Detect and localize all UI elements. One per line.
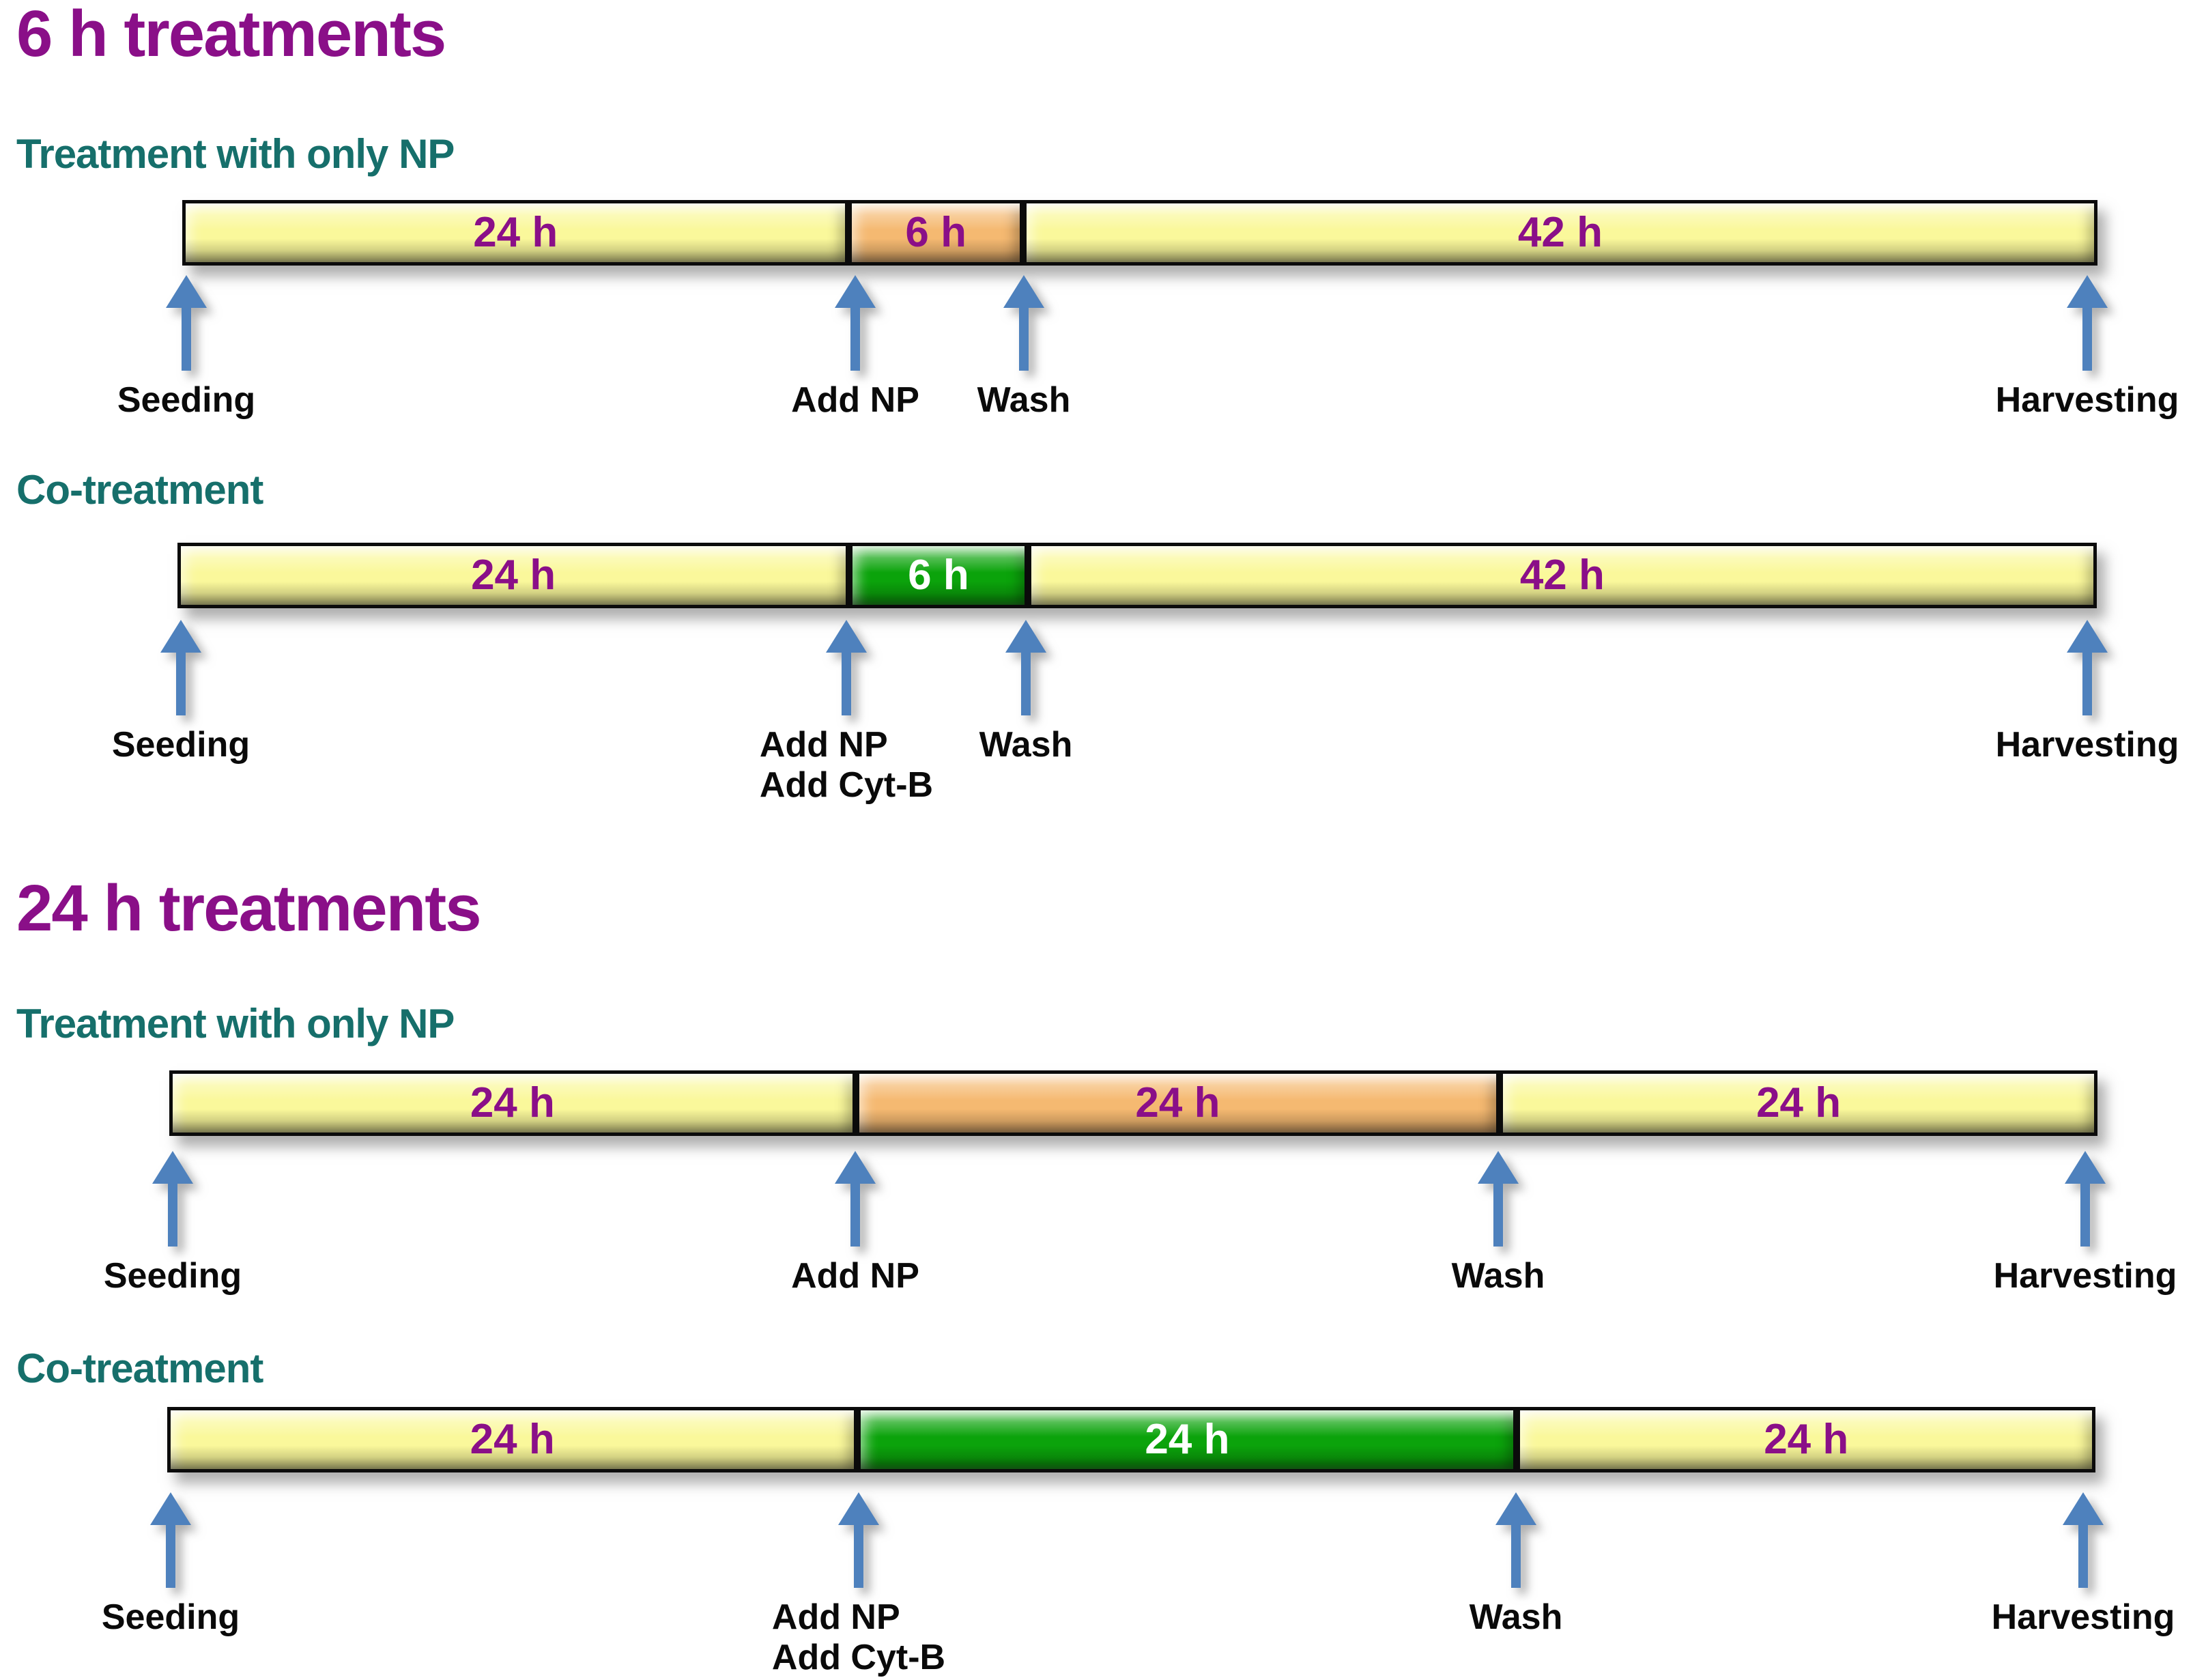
up-arrow-icon <box>2067 620 2108 715</box>
marker-label: Wash <box>1469 1597 1563 1637</box>
segment-label: 24 h <box>473 209 558 256</box>
marker-label: Wash <box>977 380 1071 420</box>
up-arrow-icon <box>2063 1492 2104 1588</box>
timeline-subtitle-only-np: Treatment with only NP <box>16 131 455 177</box>
marker-label: Harvesting <box>1991 1597 2175 1637</box>
bar-segment-pre: 24 h <box>169 1070 856 1136</box>
marker-seeding: Seeding <box>9 1151 336 1296</box>
segment-label: 24 h <box>1756 1079 1842 1126</box>
bar-segment-post: 24 h <box>1517 1407 2095 1472</box>
segment-label: 42 h <box>1519 552 1605 599</box>
bar-segment-pre: 24 h <box>182 200 849 266</box>
marker-seeding: Seeding <box>17 620 345 765</box>
up-arrow-icon <box>150 1492 191 1588</box>
marker-harvesting: Harvesting <box>1923 275 2206 421</box>
up-arrow-icon <box>166 275 207 371</box>
marker-harvesting: Harvesting <box>1919 1492 2206 1638</box>
timeline-bar: 24 h 6 h 42 h <box>177 543 2097 608</box>
up-arrow-icon <box>160 620 201 715</box>
bar-segment-post: 42 h <box>1027 543 2097 608</box>
section-title-24h: 24 h treatments <box>16 872 482 945</box>
up-arrow-icon <box>1003 275 1044 371</box>
section-title-6h: 6 h treatments <box>16 0 446 70</box>
up-arrow-icon <box>2067 275 2108 371</box>
marker-wash: Wash <box>1334 1151 1662 1296</box>
marker-label: Seeding <box>103 1256 242 1296</box>
marker-add-np: Add NP <box>691 275 1019 421</box>
marker-label: Harvesting <box>1995 380 2179 420</box>
up-arrow-icon <box>1478 1151 1519 1247</box>
marker-label: Seeding <box>117 380 256 420</box>
timeline-bar: 24 h 6 h 42 h <box>182 200 2097 266</box>
up-arrow-icon <box>152 1151 193 1247</box>
marker-label: Harvesting <box>1995 725 2179 765</box>
bar-segment-post: 24 h <box>1500 1070 2097 1136</box>
bar-segment-treatment: 6 h <box>848 200 1023 266</box>
timeline-bar: 24 h 24 h 24 h <box>169 1070 2097 1136</box>
segment-label: 24 h <box>470 1079 555 1126</box>
up-arrow-icon <box>1495 1492 1536 1588</box>
bar-segment-treatment: 24 h <box>855 1070 1500 1136</box>
marker-harvesting: Harvesting <box>1923 620 2206 765</box>
timeline-subtitle-only-np: Treatment with only NP <box>16 1001 455 1047</box>
marker-label: Seeding <box>111 725 250 765</box>
marker-wash: Wash <box>1352 1492 1680 1638</box>
bar-segment-pre: 24 h <box>167 1407 858 1472</box>
segment-label: 24 h <box>1145 1416 1230 1463</box>
marker-label: Harvesting <box>1993 1256 2177 1296</box>
segment-label: 24 h <box>1764 1416 1849 1463</box>
marker-label: Add NP <box>791 380 919 420</box>
up-arrow-icon <box>2065 1151 2106 1247</box>
up-arrow-icon <box>835 275 876 371</box>
marker-label: Seeding <box>101 1597 240 1637</box>
timeline-bar: 24 h 24 h 24 h <box>167 1407 2095 1472</box>
segment-label: 6 h <box>905 209 966 256</box>
up-arrow-icon <box>838 1492 879 1588</box>
up-arrow-icon <box>1005 620 1046 715</box>
marker-add-np: Add NP <box>691 1151 1019 1296</box>
segment-label: 24 h <box>470 1416 555 1463</box>
marker-label: Wash <box>1451 1256 1545 1296</box>
marker-label: Add NP <box>791 1256 919 1296</box>
bar-segment-treatment: 24 h <box>857 1407 1517 1472</box>
marker-wash: Wash <box>860 275 1188 421</box>
bar-segment-treatment: 6 h <box>849 543 1028 608</box>
timeline-subtitle-co-treatment: Co-treatment <box>16 1346 263 1391</box>
segment-label: 24 h <box>1135 1079 1220 1126</box>
marker-seeding: Seeding <box>23 275 350 421</box>
bar-segment-pre: 24 h <box>177 543 850 608</box>
segment-label: 24 h <box>471 552 556 599</box>
segment-label: 6 h <box>908 552 969 599</box>
marker-label: Wash <box>979 725 1073 765</box>
bar-segment-post: 42 h <box>1022 200 2097 266</box>
marker-seeding: Seeding <box>7 1492 334 1638</box>
marker-harvesting: Harvesting <box>1921 1151 2206 1296</box>
up-arrow-icon <box>826 620 867 715</box>
up-arrow-icon <box>835 1151 876 1247</box>
segment-label: 42 h <box>1517 209 1603 256</box>
marker-wash: Wash <box>862 620 1190 765</box>
timeline-subtitle-co-treatment: Co-treatment <box>16 467 263 513</box>
